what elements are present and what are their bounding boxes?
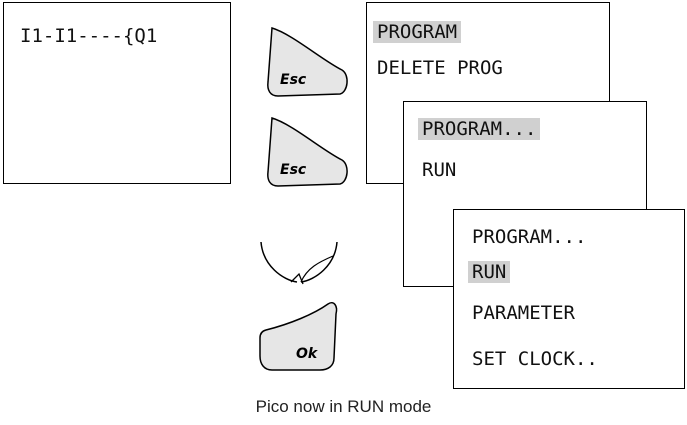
menu2-item-program: PROGRAM... [418, 118, 541, 140]
menu-panel-3: PROGRAM... RUN PARAMETER SET CLOCK.. [453, 209, 685, 389]
lcd-display: I1-I1----{Q1 [3, 2, 231, 184]
esc-button-2: Esc [267, 117, 348, 187]
menu3-item-run: RUN [468, 261, 511, 283]
ok-label: Ok [296, 346, 319, 362]
caption: Pico now in RUN mode [255, 397, 432, 416]
menu3-item-parameter: PARAMETER [472, 302, 575, 324]
ok-button: Ok [259, 302, 338, 371]
menu3-item-set-clock: SET CLOCK.. [472, 348, 598, 370]
esc-label-2: Esc [280, 162, 307, 178]
menu3-item-program: PROGRAM... [472, 226, 587, 248]
ladder-line: I1-I1----{Q1 [20, 25, 158, 47]
menu2-item-run: RUN [422, 159, 457, 181]
cursor-down-key-icon [260, 241, 338, 285]
menu1-item-program: PROGRAM [373, 21, 462, 43]
menu1-item-delete-prog: DELETE PROG [377, 57, 503, 79]
esc-label-1: Esc [280, 72, 307, 88]
esc-button-1: Esc [267, 27, 348, 97]
